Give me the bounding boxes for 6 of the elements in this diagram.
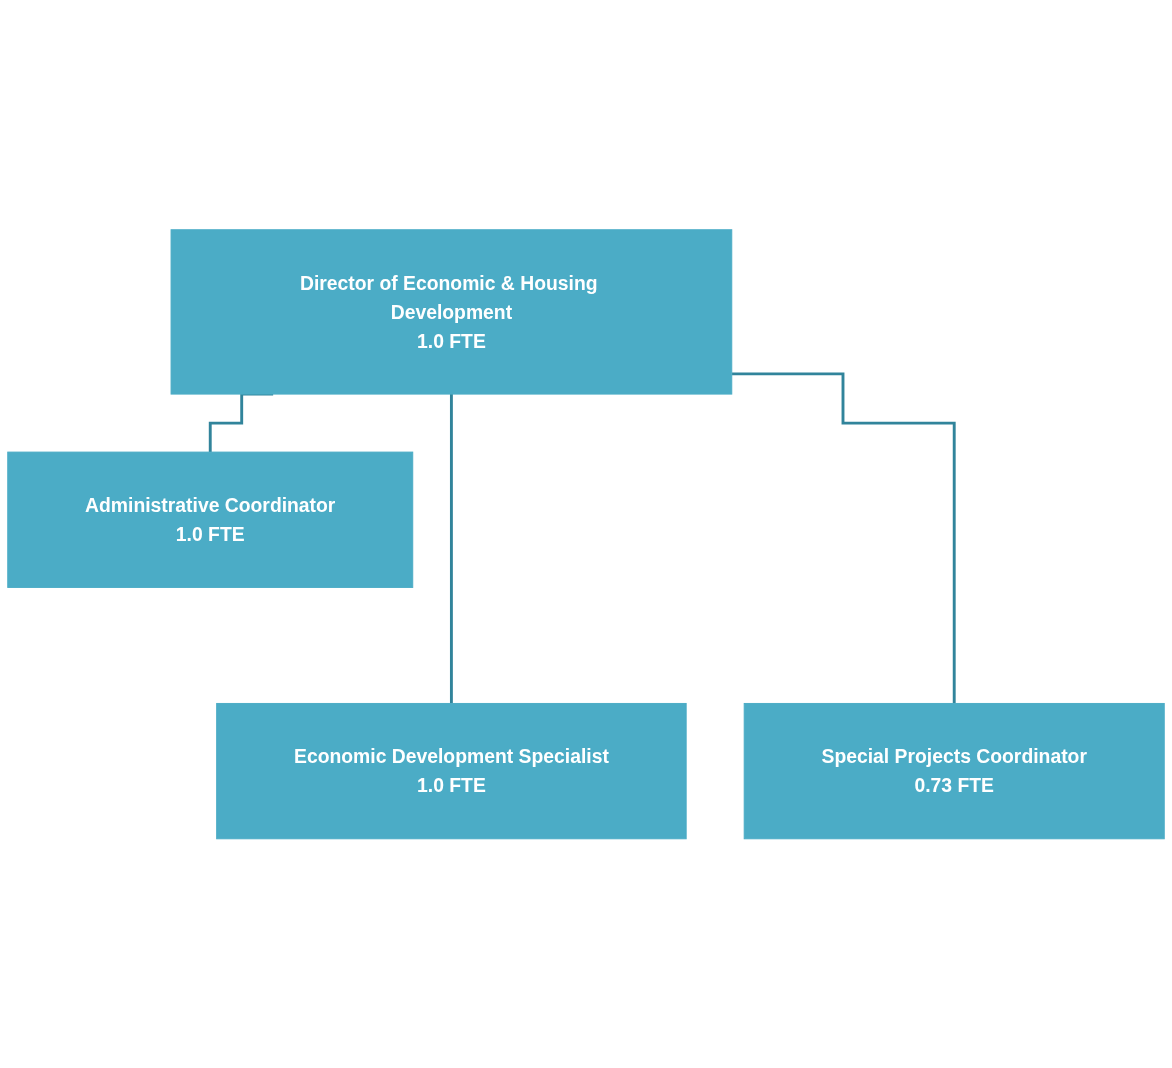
node-box: Director of Economic & Housing Development 1.0 FTE bbox=[170, 229, 733, 395]
node-box: Economic Development Specialist 1.0 FTE bbox=[216, 702, 687, 839]
connector bbox=[449, 392, 453, 705]
connector bbox=[731, 372, 956, 705]
node-box: Administrative Coordinator 1.0 FTE bbox=[7, 451, 414, 588]
node-box: Special Projects Coordinator 0.73 FTE bbox=[743, 702, 1165, 839]
